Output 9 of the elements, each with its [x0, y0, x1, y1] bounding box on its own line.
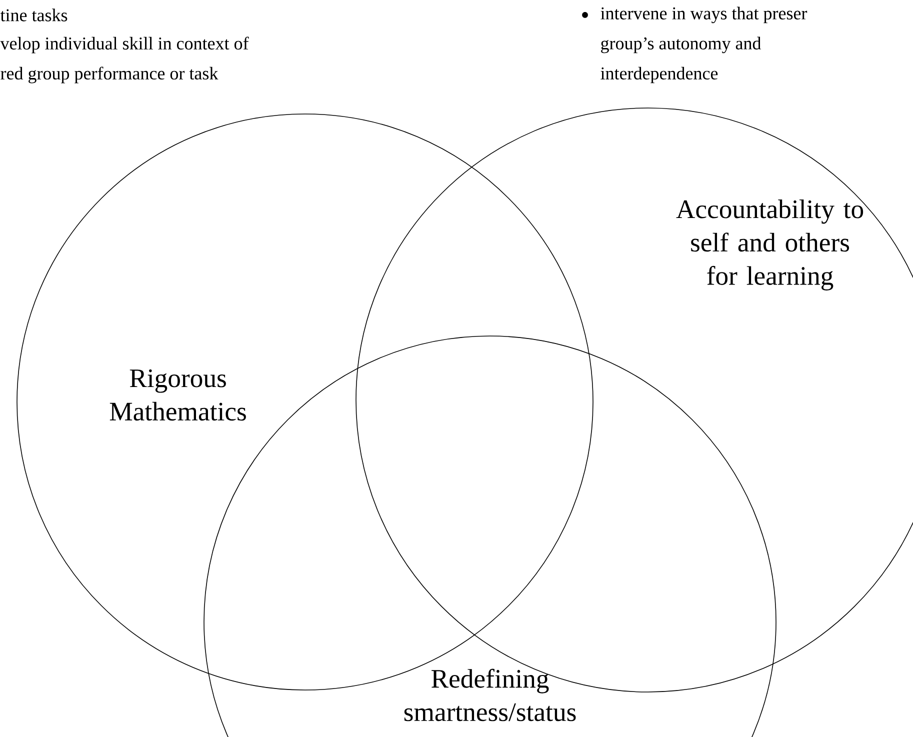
circle-label: Rigorous Mathematics [110, 369, 246, 421]
note-text: interdependence [600, 66, 718, 84]
note-text: red group performance or task [0, 66, 218, 84]
circle-label: Redefining smartness/status [404, 668, 576, 722]
note-text: velop individual skill in context of [0, 36, 249, 54]
note-text: tine tasks [0, 8, 68, 22]
circle-label: Accountability to self and others for learning [676, 200, 864, 290]
note-text: group’s autonomy and [601, 36, 762, 54]
note-text: intervene in ways that preser [600, 6, 808, 24]
